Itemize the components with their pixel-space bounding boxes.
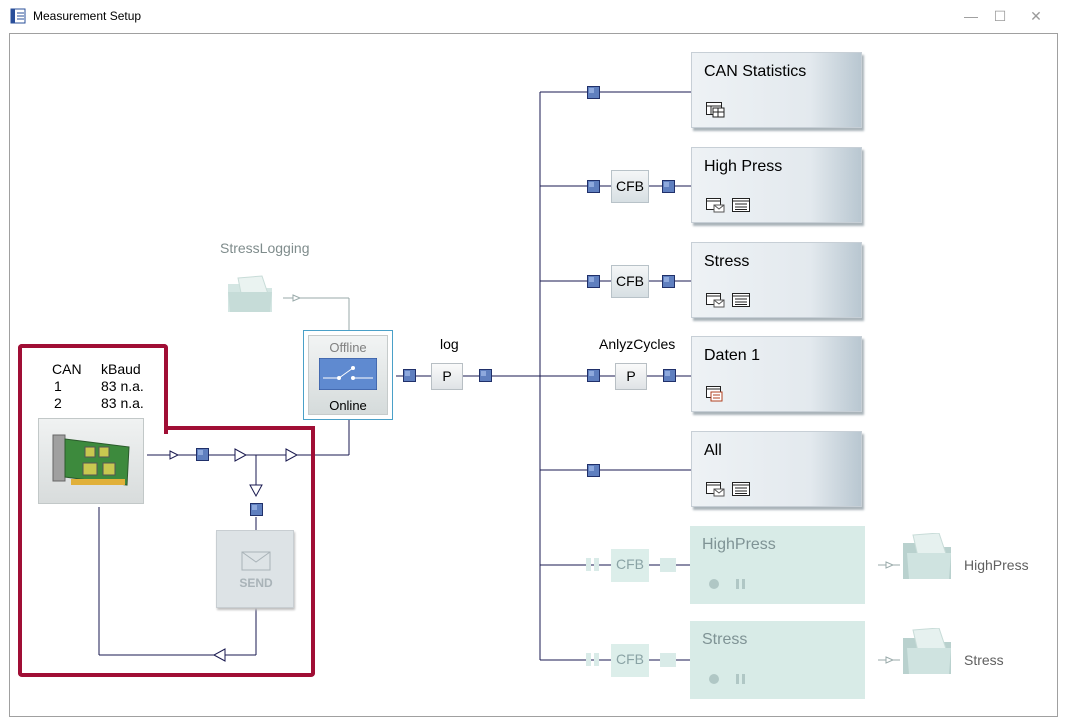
break-node[interactable] xyxy=(586,558,591,571)
window-daten-1[interactable]: Daten 1 xyxy=(691,336,862,412)
port-node[interactable] xyxy=(250,503,263,516)
kbaud-value: 83 n.a. xyxy=(101,395,144,411)
can-channel: 2 xyxy=(54,395,62,411)
title-bar: Measurement Setup — ☐ ✕ xyxy=(0,0,1065,33)
envelope-icon xyxy=(241,551,271,571)
port-node-inactive[interactable] xyxy=(660,653,676,667)
can-card-icon xyxy=(52,434,130,486)
logging-name: Stress xyxy=(702,631,748,648)
port-node[interactable] xyxy=(587,275,600,288)
log-p-button[interactable]: P xyxy=(431,363,463,390)
break-node[interactable] xyxy=(594,653,599,666)
highlight-frame-bottom xyxy=(18,426,315,677)
trace-window-icon xyxy=(706,293,725,308)
can-hardware-block[interactable] xyxy=(38,418,144,504)
window-high-press[interactable]: High Press xyxy=(691,147,862,223)
analyze-p-button[interactable]: P xyxy=(615,363,647,390)
port-node[interactable] xyxy=(196,448,209,461)
can-channel: 1 xyxy=(54,378,62,394)
arrow-icon xyxy=(169,450,180,460)
can-header: CAN xyxy=(52,361,82,377)
analyze-block-label: AnlyzCycles xyxy=(599,336,676,352)
pause-icon[interactable] xyxy=(736,579,739,589)
port-node[interactable] xyxy=(662,180,675,193)
window-can-statistics[interactable]: CAN Statistics xyxy=(691,52,862,128)
send-label: SEND xyxy=(239,576,273,590)
send-block[interactable]: SEND xyxy=(216,530,294,608)
port-node[interactable] xyxy=(662,275,675,288)
close-button[interactable]: ✕ xyxy=(1030,8,1042,24)
port-node[interactable] xyxy=(587,464,600,477)
pause-icon[interactable] xyxy=(736,674,739,684)
logging-name: HighPress xyxy=(702,536,776,553)
record-icon[interactable] xyxy=(709,674,719,684)
window-name: Daten 1 xyxy=(704,347,761,364)
pause-icon[interactable] xyxy=(742,674,745,684)
switch-icon xyxy=(319,358,377,390)
cfb-block-inactive[interactable]: CFB xyxy=(611,644,649,677)
measurement-setup-icon xyxy=(10,8,26,24)
port-node[interactable] xyxy=(587,369,600,382)
window-name: All xyxy=(704,442,722,459)
window-name: High Press xyxy=(704,158,783,175)
cfb-block[interactable]: CFB xyxy=(611,170,649,203)
maximize-button[interactable]: ☐ xyxy=(993,8,1007,24)
port-node[interactable] xyxy=(587,86,600,99)
pause-icon[interactable] xyxy=(742,579,745,589)
diagram-canvas[interactable] xyxy=(9,33,1058,717)
window-name: Stress xyxy=(704,253,750,270)
break-node[interactable] xyxy=(594,558,599,571)
output-folder-icon[interactable] xyxy=(899,628,953,676)
port-node[interactable] xyxy=(403,369,416,382)
data-window-icon xyxy=(732,482,750,496)
port-node[interactable] xyxy=(479,369,492,382)
output-folder-icon[interactable] xyxy=(899,533,953,581)
cfb-block[interactable]: CFB xyxy=(611,265,649,298)
window-all[interactable]: All xyxy=(691,431,862,507)
window-title: Measurement Setup xyxy=(33,9,142,23)
logging-folder-icon[interactable] xyxy=(224,274,276,314)
logging-highpress-block[interactable]: HighPress xyxy=(690,526,865,604)
offline-label: Offline xyxy=(329,340,367,355)
statistics-table-icon xyxy=(706,102,725,118)
logging-stress-block[interactable]: Stress xyxy=(690,621,865,699)
port-node[interactable] xyxy=(663,369,676,382)
trace-window-icon xyxy=(706,198,725,213)
data-window-icon xyxy=(732,198,750,212)
port-node-inactive[interactable] xyxy=(660,558,676,572)
window-name: CAN Statistics xyxy=(704,63,807,80)
kbaud-header: kBaud xyxy=(101,361,141,377)
logging-block-name: StressLogging xyxy=(220,240,310,256)
output-file-name: HighPress xyxy=(964,557,1029,573)
window-stress[interactable]: Stress xyxy=(691,242,862,318)
highlight-frame-join xyxy=(164,426,315,430)
minimize-button[interactable]: — xyxy=(964,8,978,24)
cfb-block-inactive[interactable]: CFB xyxy=(611,549,649,582)
trace-window-icon xyxy=(706,482,725,497)
graphics-window-icon xyxy=(706,386,723,402)
online-offline-switch[interactable]: Offline Online xyxy=(303,330,393,420)
online-label: Online xyxy=(329,398,367,413)
data-window-icon xyxy=(732,293,750,307)
record-icon[interactable] xyxy=(709,579,719,589)
port-node[interactable] xyxy=(587,180,600,193)
kbaud-value: 83 n.a. xyxy=(101,378,144,394)
log-block-label: log xyxy=(440,336,459,352)
highlight-frame-top xyxy=(18,344,168,434)
break-node[interactable] xyxy=(586,653,591,666)
output-file-name: Stress xyxy=(964,652,1004,668)
